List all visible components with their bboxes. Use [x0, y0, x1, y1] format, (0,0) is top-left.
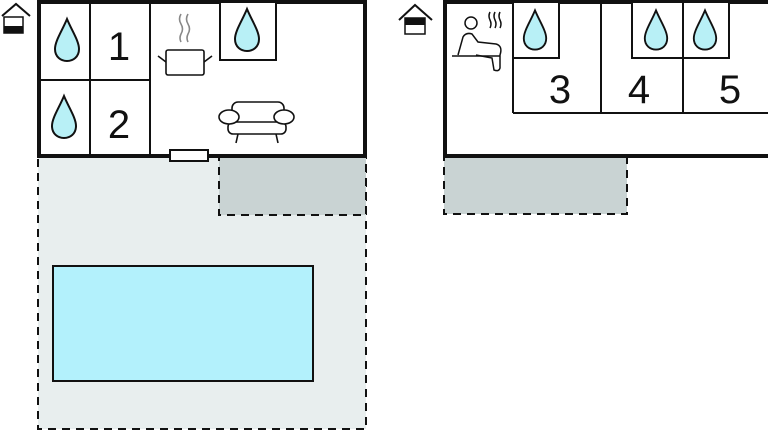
room-label-3: 3: [549, 68, 571, 112]
house-ground-floor-icon: [1, 2, 31, 34]
upper-floor-plan: 3 4 5: [443, 0, 768, 215]
sofa-icon: [218, 101, 295, 144]
sauna-icon: [452, 11, 502, 72]
covered-terrace: [443, 156, 628, 215]
door-window: [169, 149, 209, 162]
ground-floor-plan: 1 2: [37, 0, 367, 430]
house-upper-floor-icon: [398, 3, 433, 35]
room-label-4: 4: [628, 68, 650, 112]
room-label-2: 2: [108, 103, 130, 147]
covered-terrace: [218, 156, 367, 216]
kitchen-pot-icon: [157, 13, 213, 76]
room-label-1: 1: [108, 25, 130, 69]
room-label-5: 5: [719, 68, 741, 112]
swimming-pool: [52, 265, 314, 382]
